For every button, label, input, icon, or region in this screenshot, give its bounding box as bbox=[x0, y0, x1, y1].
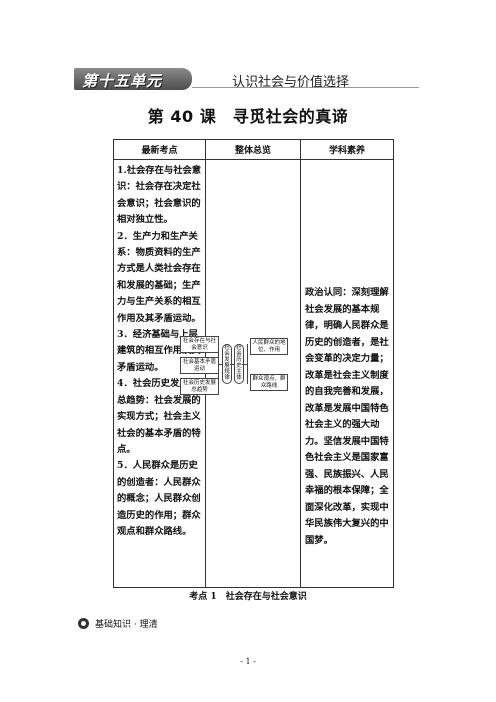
unit-title: 认识社会与价值选择 bbox=[232, 75, 350, 90]
point-title: 考点 1 社会存在与社会意识 bbox=[189, 592, 307, 602]
diagram-box-social-existence: 社会存在与社会意识 bbox=[180, 336, 219, 353]
diagram-box-development-trend: 社会历史发展总趋势 bbox=[180, 378, 219, 395]
diagram-bracket bbox=[247, 344, 248, 384]
unit-tag: 第十五单元 bbox=[74, 68, 192, 90]
exam-point-item: 3．经济基础与上层建筑的相互作用及其矛盾运动。 bbox=[117, 329, 201, 373]
literacy-text: 政治认同：深刻理解社会发展的基本规律，明确人民群众是历史的创造者，是社会变革的决… bbox=[305, 287, 389, 546]
diagram-box-masses-role: 人民群众的地位、作用 bbox=[250, 338, 288, 355]
overview-diagram: 社会存在与社会意识 社会基本矛盾运动 社会历史发展总趋势 社会发展规律 社会历史… bbox=[180, 334, 290, 396]
unit-label: 第十五单元 bbox=[82, 72, 163, 90]
exam-point-item: 2．生产力和生产关系：物质资料的生产方式是人类社会存在和发展的基础；生产力与生产… bbox=[117, 230, 201, 324]
page-number: - 1 - bbox=[240, 657, 256, 666]
diagram-connector bbox=[230, 364, 234, 365]
table-header-rule bbox=[114, 159, 393, 160]
table-divider bbox=[300, 140, 301, 587]
exam-point-item: 1.社会存在与社会意识：社会存在决定社会意识；社会意识的相对独立性。 bbox=[117, 165, 202, 226]
diagram-box-basic-contradiction: 社会基本矛盾运动 bbox=[180, 357, 219, 374]
diagram-box-mass-line: 群众观点、群众路线 bbox=[250, 374, 288, 391]
header-literacy: 学科素养 bbox=[328, 146, 365, 156]
section-bullet-icon bbox=[78, 618, 89, 629]
lesson-title: 第 40 课 寻觅社会的真谛 bbox=[147, 107, 349, 126]
diagram-connector bbox=[218, 364, 222, 365]
overview-table: 最新考点 整体总览 学科素养 1.社会存在与社会意识：社会存在决定社会意识；社会… bbox=[113, 139, 394, 588]
section-label: 基础知识 · 理清 bbox=[95, 620, 158, 630]
diagram-connector bbox=[242, 364, 247, 365]
exam-points-list: 1.社会存在与社会意识：社会存在决定社会意识；社会意识的相对独立性。 2．生产力… bbox=[117, 163, 203, 540]
header-exam-points: 最新考点 bbox=[141, 146, 178, 156]
section-heading: 基础知识 · 理清 bbox=[78, 617, 158, 630]
exam-point-item: 4．社会历史发展的总趋势：社会发展的实现方式；社会主义社会的基本矛盾的特点。 bbox=[117, 378, 201, 455]
exam-point-item: 5．人民群众是历史的创造者：人民群众的概念；人民群众创造历史的作用；群众观点和群… bbox=[117, 460, 201, 537]
unit-underline bbox=[192, 87, 419, 88]
header-overview: 整体总览 bbox=[234, 146, 271, 156]
unit-banner: 第十五单元 认识社会与价值选择 bbox=[74, 68, 419, 90]
